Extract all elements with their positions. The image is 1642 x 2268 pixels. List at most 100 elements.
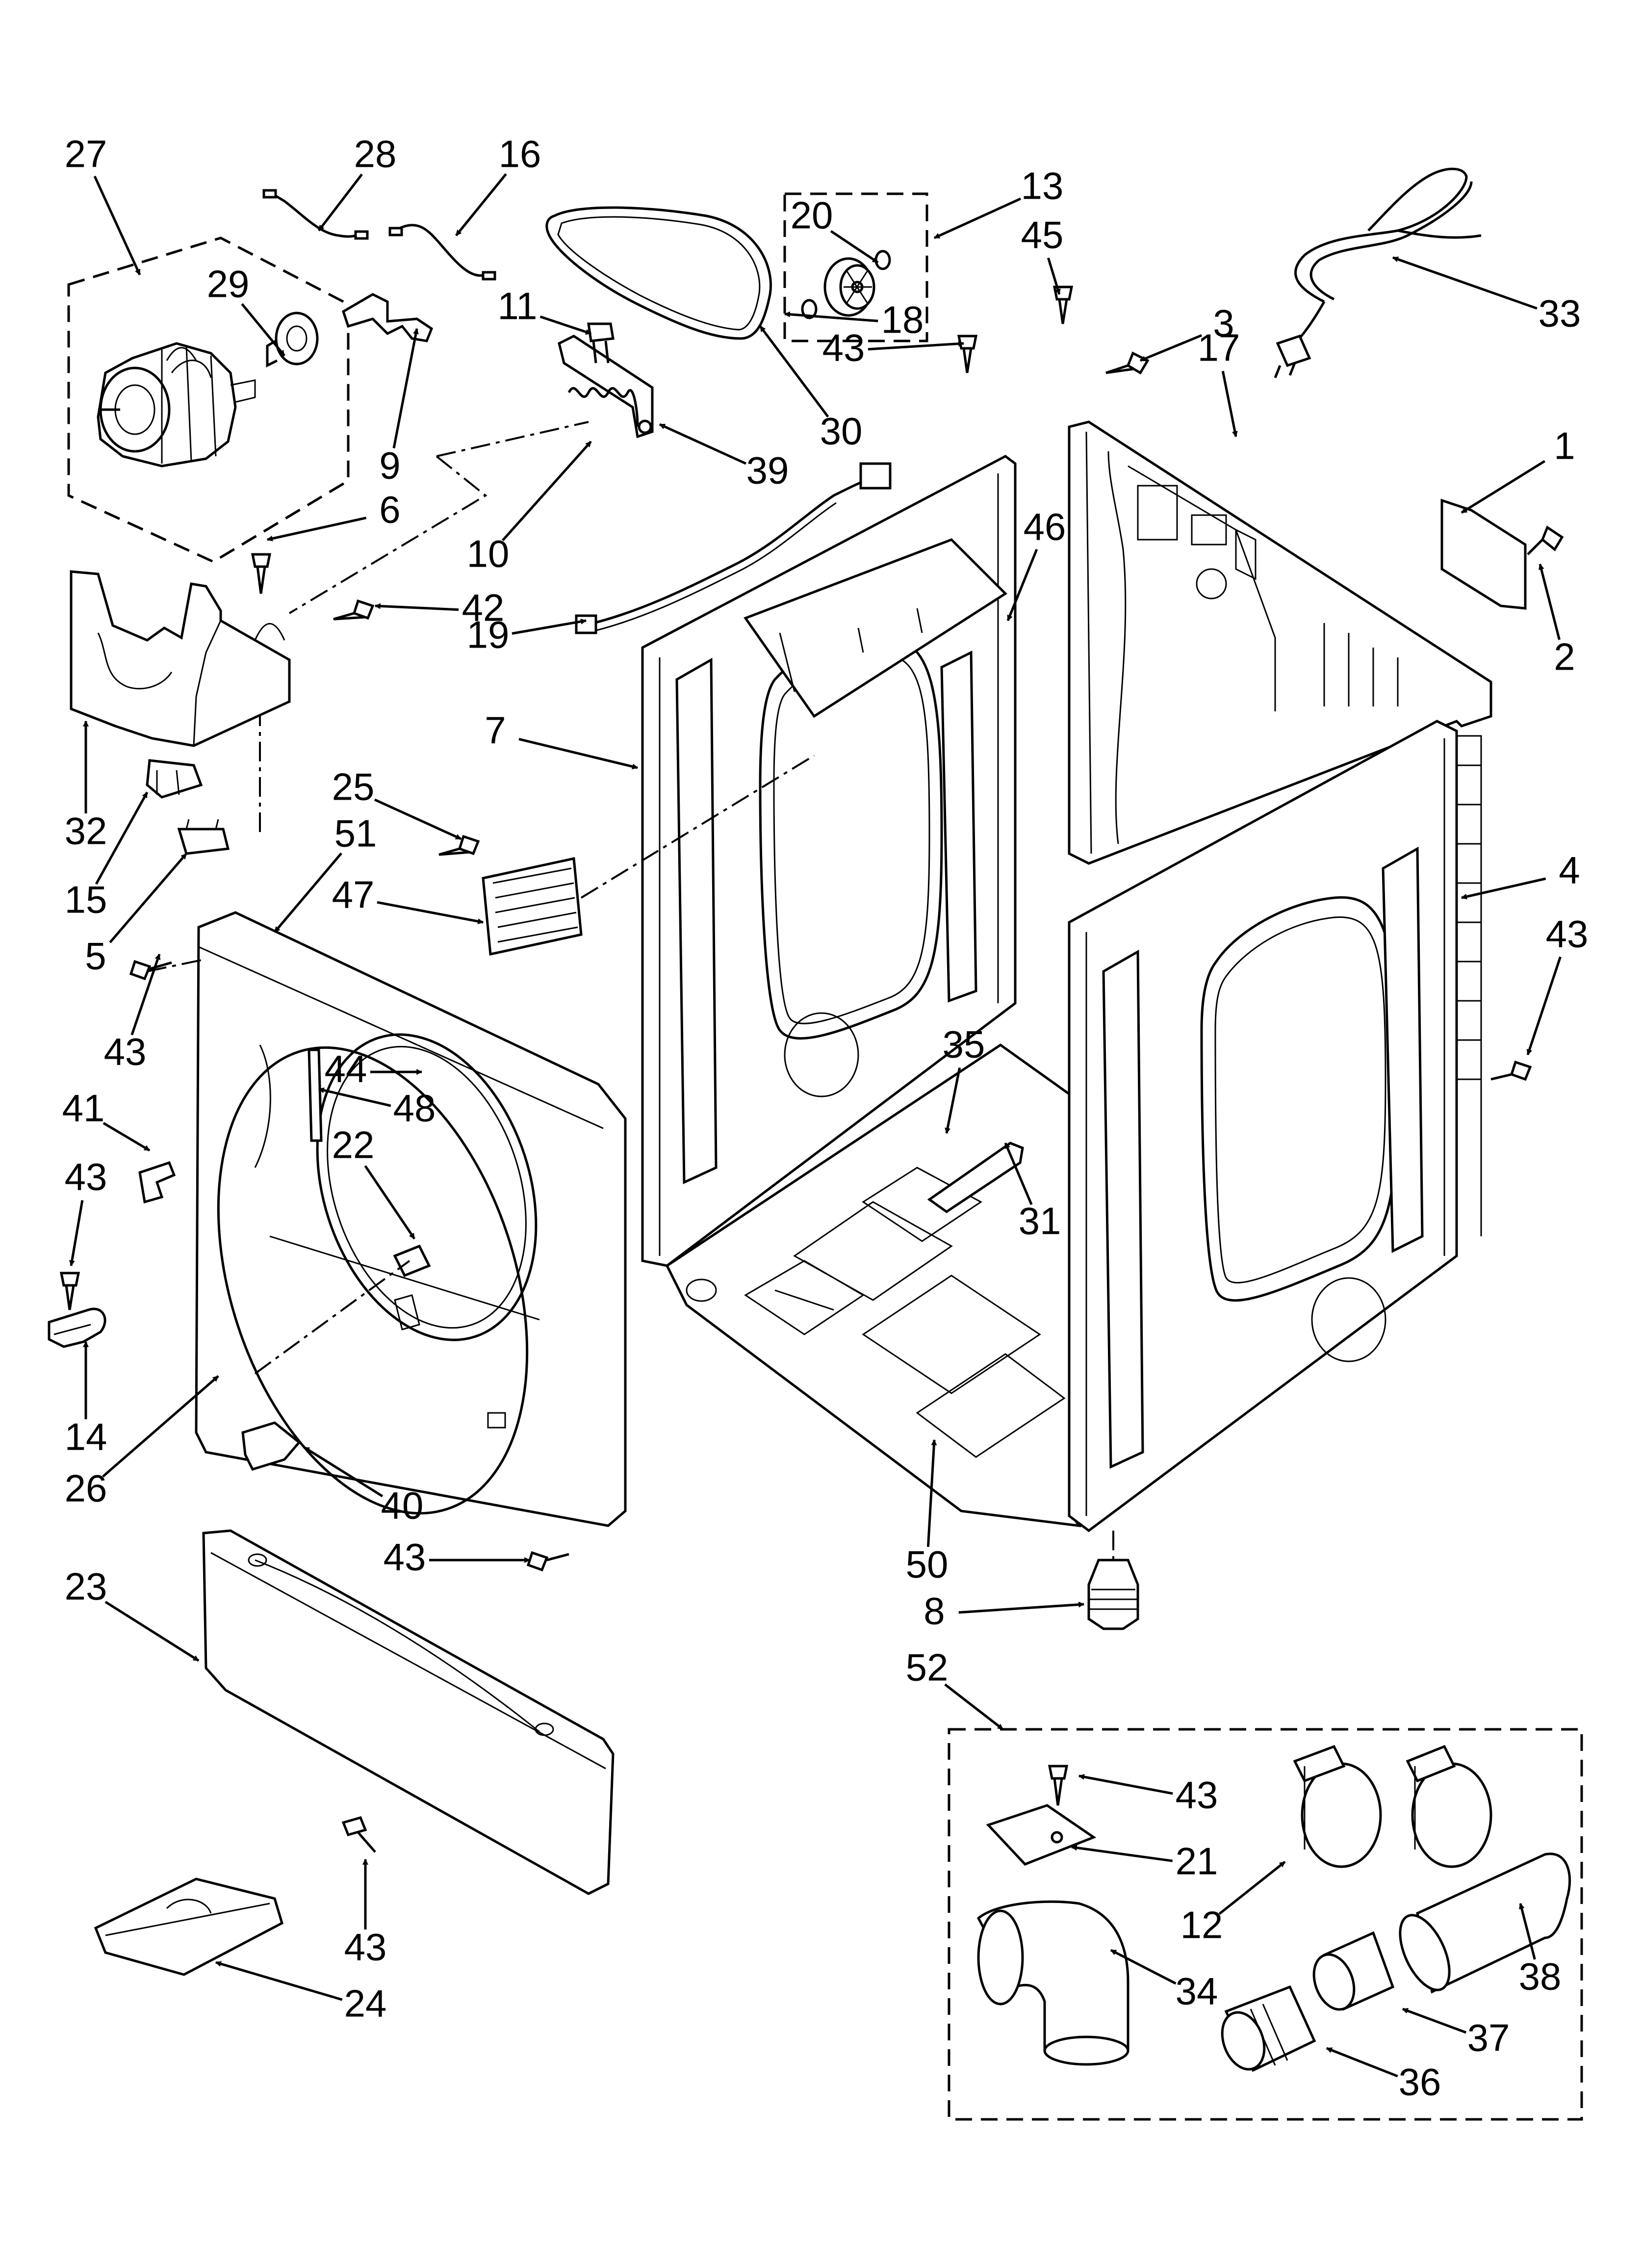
leader-arrow xyxy=(868,340,965,351)
leader-arrow xyxy=(1078,1774,1173,1795)
callout-number: 38 xyxy=(1519,1955,1562,1998)
callout-43: 43 xyxy=(822,326,965,369)
leader-arrow xyxy=(933,197,1022,239)
vent-hood-left xyxy=(1293,1745,1382,1868)
leader-arrow xyxy=(1047,257,1061,295)
toe-kick-panel xyxy=(202,1529,615,1895)
leader-arrow xyxy=(1461,877,1546,900)
callout-number: 47 xyxy=(332,873,375,916)
callout-number: 19 xyxy=(467,613,510,656)
callout-18: 18 xyxy=(784,298,924,341)
screw-43-clip xyxy=(59,1272,80,1310)
leader-arrow xyxy=(1326,2047,1398,2078)
callout-number: 14 xyxy=(65,1415,107,1459)
wire-harness-19 xyxy=(583,477,873,627)
callout-number: 24 xyxy=(344,1982,387,2025)
callout-number: 6 xyxy=(379,488,400,531)
callout-2: 2 xyxy=(1538,563,1575,678)
thermal-switch-5 xyxy=(177,819,230,855)
leader-arrow xyxy=(266,517,367,542)
leader-arrow xyxy=(1461,460,1546,514)
leader-arrow xyxy=(945,1067,961,1134)
screw-43-top xyxy=(957,335,978,373)
callout-number: 43 xyxy=(104,1030,147,1073)
cabinet-front-panel xyxy=(195,911,627,1527)
callout-43: 43 xyxy=(104,953,161,1073)
callout-number: 34 xyxy=(1176,1970,1218,2013)
vent-hood-right xyxy=(1406,1745,1492,1868)
leader-arrow xyxy=(944,1683,1004,1730)
callout-10: 10 xyxy=(467,441,592,575)
drive-motor xyxy=(97,342,256,468)
callout-24: 24 xyxy=(215,1961,387,2025)
callout-37: 37 xyxy=(1402,2007,1510,2059)
callout-46: 46 xyxy=(1006,505,1066,622)
cabinet-left-side-panel xyxy=(641,455,1017,1267)
callout-5: 5 xyxy=(85,853,187,978)
callout-45: 45 xyxy=(1021,213,1064,295)
callout-number: 7 xyxy=(485,709,506,752)
centrifugal-switch-15 xyxy=(146,759,203,799)
front-screw-line xyxy=(147,958,206,972)
motor-alignment-line-2 xyxy=(436,421,589,457)
callout-number: 39 xyxy=(746,449,789,492)
screw-43-toe xyxy=(341,1816,376,1853)
callout-26: 26 xyxy=(65,1375,219,1510)
callout-43: 43 xyxy=(1078,1773,1218,1817)
callout-6: 6 xyxy=(266,488,401,542)
callout-number: 43 xyxy=(1546,912,1589,956)
callout-number: 4 xyxy=(1559,849,1580,892)
leader-arrow xyxy=(1139,334,1203,362)
leader-arrow xyxy=(512,618,587,635)
label-alignment-line xyxy=(580,755,815,899)
callout-number: 1 xyxy=(1554,424,1575,468)
callout-number: 31 xyxy=(1019,1199,1061,1243)
vent-clamp xyxy=(1221,1985,1316,2072)
screw-43-vent xyxy=(1048,1765,1069,1806)
callout-number: 45 xyxy=(1021,213,1064,257)
callout-number: 42 xyxy=(462,586,505,629)
callout-number: 36 xyxy=(1399,2060,1441,2104)
callout-number: 2 xyxy=(1554,635,1575,678)
callout-7: 7 xyxy=(485,709,639,770)
callout-3: 3 xyxy=(1139,302,1234,362)
leader-arrow xyxy=(1071,1845,1173,1862)
leader-arrow xyxy=(958,1601,1085,1614)
leader-arrow xyxy=(318,173,363,232)
callout-number: 37 xyxy=(1467,2016,1510,2059)
callout-number: 43 xyxy=(65,1155,107,1199)
callout-number: 21 xyxy=(1176,1840,1218,1883)
callout-30: 30 xyxy=(759,325,862,453)
callout-number: 20 xyxy=(791,194,833,237)
callout-44: 44 xyxy=(325,1047,423,1091)
callout-52: 52 xyxy=(906,1646,1004,1730)
leader-arrow xyxy=(130,953,161,1036)
callout-number: 29 xyxy=(207,262,250,306)
leader-arrow xyxy=(104,1601,200,1662)
callout-15: 15 xyxy=(65,791,149,921)
base-bracket xyxy=(927,1142,1024,1214)
leader-arrow xyxy=(303,1446,384,1498)
leader-arrow xyxy=(109,853,187,943)
terminal-block-cover xyxy=(1440,498,1527,610)
cord-clamp xyxy=(48,1307,106,1348)
leader-arrow xyxy=(1402,2007,1467,2034)
callout-4: 4 xyxy=(1461,849,1580,900)
access-cover-panel xyxy=(94,1877,283,1976)
screw-42 xyxy=(333,599,375,621)
motor-pulley xyxy=(266,312,319,368)
drive-belt xyxy=(545,206,772,340)
callout-36: 36 xyxy=(1326,2047,1441,2104)
callout-number: 15 xyxy=(65,878,107,921)
leader-arrow xyxy=(241,303,285,357)
callout-number: 43 xyxy=(384,1536,426,1579)
callout-23: 23 xyxy=(65,1565,200,1662)
callout-number: 52 xyxy=(906,1646,949,1689)
callout-17: 17 xyxy=(1198,326,1240,438)
callout-32: 32 xyxy=(65,720,107,853)
callout-25: 25 xyxy=(332,765,462,840)
motor-clamp xyxy=(341,293,434,342)
callout-20: 20 xyxy=(791,194,879,264)
callout-number: 41 xyxy=(62,1087,105,1130)
leader-arrow xyxy=(1004,1142,1033,1205)
